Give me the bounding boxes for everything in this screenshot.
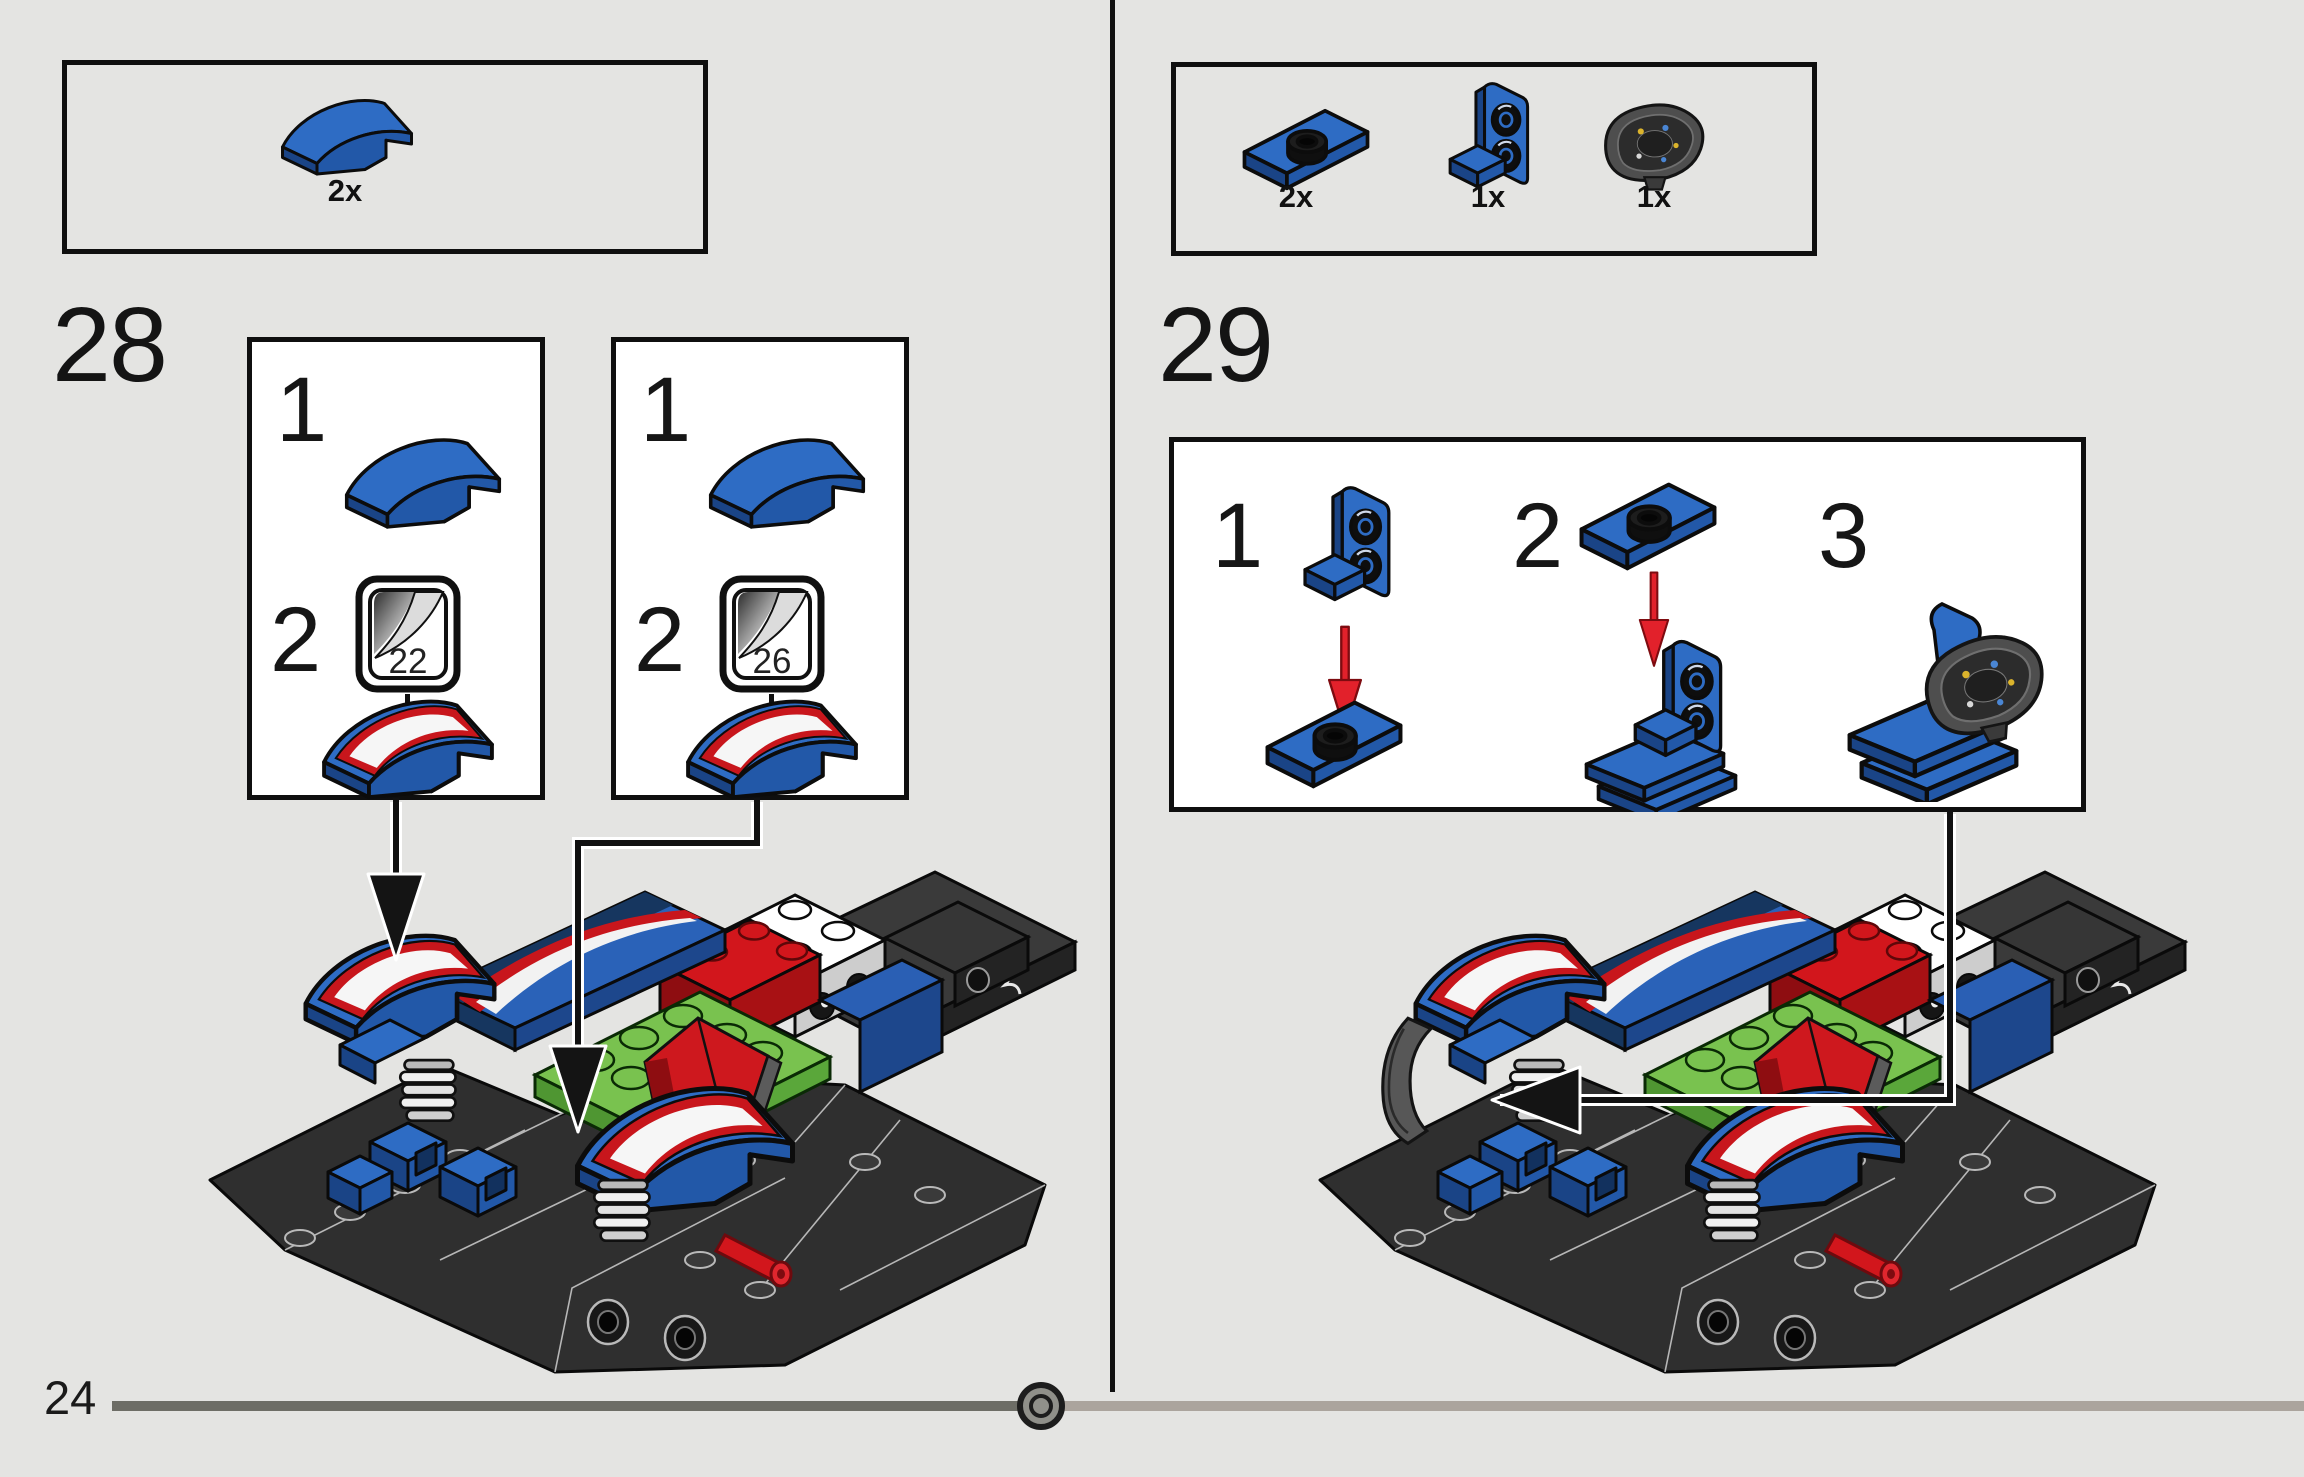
step28-parts-box: 2x (62, 60, 708, 254)
substep-3-label: 3 (1818, 485, 1870, 587)
step29-assembly-panel: 1 2 3 (1169, 437, 2086, 812)
step29-number: 29 (1158, 286, 1274, 404)
step28-subbox-1: 1 2 22 (247, 337, 545, 800)
slope-piece-icon (708, 438, 866, 529)
bracket-piece-icon (1303, 486, 1391, 602)
step29-parts-box: 2x 1x 1x (1171, 62, 1817, 256)
sticker-icon: 26 (718, 574, 826, 694)
sticker-number: 22 (388, 642, 428, 681)
slope-piece-icon (344, 438, 502, 529)
substep-2-label: 2 (1512, 485, 1564, 587)
sticker-applied-piece-icon (310, 684, 506, 805)
sticker-icon: 22 (354, 574, 462, 694)
steering-wheel-assembly-icon (1834, 602, 2057, 802)
slope-piece-icon (281, 99, 413, 176)
progress-knob-ring (1029, 1394, 1053, 1418)
sticker-applied-piece-icon (674, 684, 870, 805)
substep-1-label: 1 (1212, 485, 1264, 587)
parts-qty: 2x (1278, 179, 1314, 214)
steering-wheel-installed-icon (1381, 1016, 1433, 1145)
step28-subbox-2: 1 2 26 (611, 337, 909, 800)
page-number: 24 (44, 1371, 97, 1424)
parts-qty: 1x (1636, 179, 1672, 214)
parts-qty: 1x (1470, 179, 1506, 214)
substep-1-label: 1 (640, 359, 692, 461)
step28-model-render (140, 820, 1090, 1380)
progress-track[interactable] (112, 1401, 2304, 1411)
bracket-on-plates-icon (1584, 639, 1738, 812)
progress-knob[interactable] (1017, 1382, 1065, 1430)
jumper-plate-icon (1258, 690, 1410, 800)
progress-fill[interactable] (112, 1401, 1040, 1411)
parts-qty: 2x (327, 173, 363, 208)
sticker-number: 26 (752, 642, 792, 681)
step28-number: 28 (52, 286, 168, 404)
page-divider (1110, 0, 1115, 1392)
substep-2-label: 2 (270, 589, 322, 691)
substep-1-label: 1 (276, 359, 328, 461)
substep-2-label: 2 (634, 589, 686, 691)
jumper-plate-icon (1572, 472, 1724, 582)
